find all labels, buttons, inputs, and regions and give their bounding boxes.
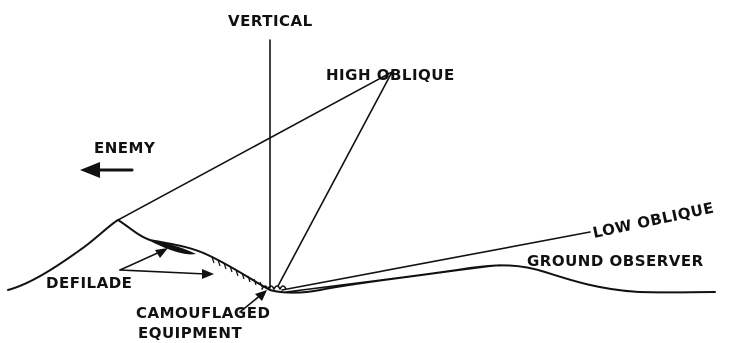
label-enemy: ENEMY (94, 139, 156, 157)
terrain-profile (7, 219, 716, 294)
label-camouflaged: CAMOUFLAGED (136, 304, 270, 322)
high-oblique-line-to-equipment (277, 71, 393, 287)
defilade-area-upper (150, 241, 196, 255)
camouflaged-pointer-arrow (239, 290, 267, 313)
defilade-area-lower (211, 256, 263, 288)
label-vertical: VERTICAL (228, 12, 313, 30)
label-equipment: EQUIPMENT (138, 324, 242, 342)
low-oblique-line (281, 231, 591, 291)
enemy-arrow-icon (80, 162, 134, 178)
defilade-pointer-arrows (119, 248, 214, 279)
label-defilade: DEFILADE (46, 274, 132, 292)
label-ground-observer: GROUND OBSERVER (527, 252, 704, 270)
ground-observer-line (285, 264, 501, 293)
label-low-oblique: LOW OBLIQUE (591, 199, 716, 242)
high-oblique-line-to-hill (117, 71, 393, 221)
camouflaged-equipment-mark (261, 285, 287, 290)
label-high-oblique: HIGH OBLIQUE (326, 66, 455, 84)
